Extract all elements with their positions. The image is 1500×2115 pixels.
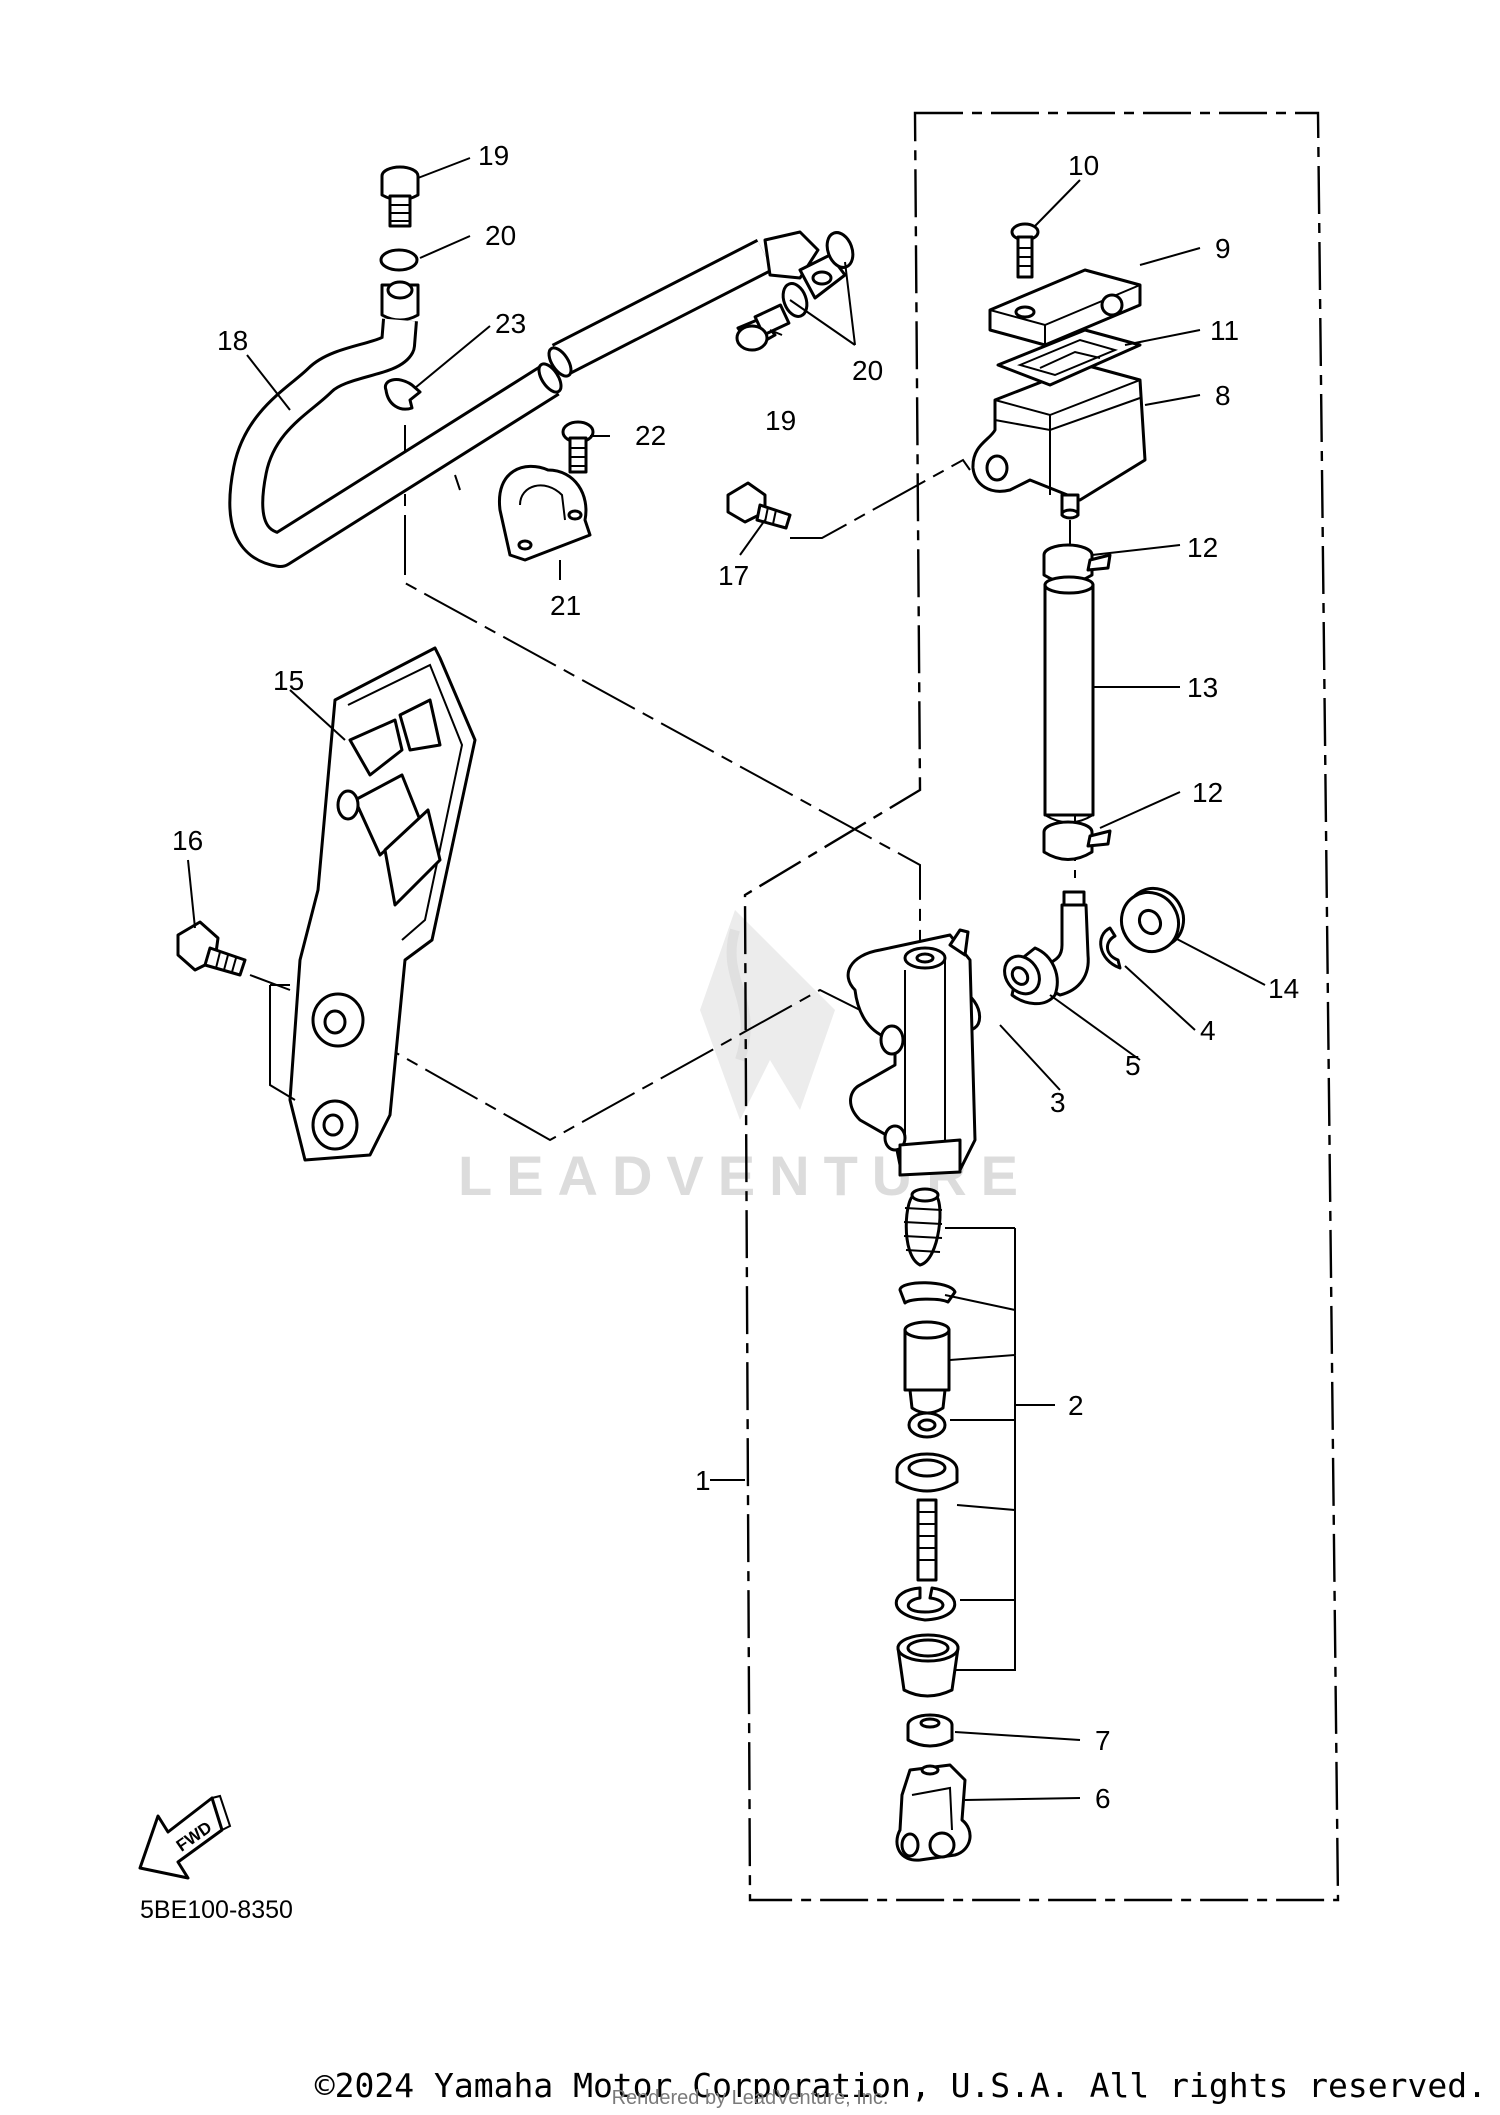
part-label-15: 15 (273, 665, 304, 696)
clevis-icon (895, 1763, 972, 1862)
part-label-16: 16 (172, 825, 203, 856)
copper-washer-icon (379, 248, 419, 272)
brake-hose-icon (228, 230, 847, 568)
part-label-8: 8 (1215, 380, 1231, 411)
part-label-18: 18 (217, 325, 248, 356)
diagram-code: 5BE100-8350 (140, 1896, 293, 1924)
part-label-20b: 20 (852, 355, 883, 386)
bracket-line (249, 974, 296, 1101)
hose-clamp-icon (1042, 543, 1112, 584)
grommet-icon (1119, 886, 1186, 954)
assembly-boundary (743, 111, 1340, 1902)
part-label-2: 2 (1068, 1390, 1084, 1421)
reservoir-hose-icon (1043, 575, 1095, 824)
connector-line (454, 474, 461, 491)
part-label-12b: 12 (1192, 777, 1223, 808)
cap-screw-icon (1010, 222, 1040, 279)
copyright-notice: ©2024 Yamaha Motor Corporation, U.S.A. A… (315, 2066, 1487, 2105)
part-label-22: 22 (635, 420, 666, 451)
piston-kit-icon (894, 1187, 960, 1698)
part-label-23: 23 (495, 308, 526, 339)
hose-clip-icon (383, 378, 422, 411)
rendered-by-watermark: Rendered by LeadVenture, Inc. (612, 2087, 889, 2109)
part-number-labels: 1 2 3 4 5 6 7 8 9 10 11 12 12 13 14 15 1… (172, 140, 1299, 1814)
part-label-17: 17 (718, 560, 749, 591)
part-label-13: 13 (1187, 672, 1218, 703)
part-label-11: 11 (1210, 315, 1239, 346)
master-cylinder-body-icon (846, 928, 977, 1177)
reservoir-tank-icon (971, 363, 1147, 520)
hose-clamp-icon (1042, 820, 1112, 861)
connector-line (790, 458, 971, 539)
connector-line (346, 988, 861, 1142)
heel-guard-icon (288, 646, 477, 1162)
part-label-12a: 12 (1187, 532, 1218, 563)
hose-joint-icon (1003, 890, 1090, 1006)
part-label-7: 7 (1095, 1725, 1111, 1756)
circlip-icon (1099, 926, 1122, 970)
part-label-4: 4 (1200, 1015, 1216, 1046)
part-label-1: 1 (695, 1465, 711, 1496)
part-label-14: 14 (1268, 973, 1299, 1004)
part-label-9: 9 (1215, 233, 1231, 264)
flange-bolt-icon (726, 481, 792, 530)
part-label-19a: 19 (478, 140, 509, 171)
union-bolt-icon (380, 165, 420, 228)
part-label-20a: 20 (485, 220, 516, 251)
connector-line (404, 425, 921, 975)
part-label-21: 21 (550, 590, 581, 621)
part-label-19b: 19 (765, 405, 796, 436)
part-label-10: 10 (1068, 150, 1099, 181)
reservoir-cap-icon (988, 268, 1142, 347)
heel-guard-bolt-icon (176, 920, 247, 977)
part-label-6: 6 (1095, 1783, 1111, 1814)
fwd-arrow-icon: FWD (138, 1794, 232, 1880)
hose-guide-icon (498, 464, 592, 562)
lock-nut-icon (906, 1713, 954, 1748)
screw-icon (561, 420, 595, 474)
part-label-3: 3 (1050, 1087, 1066, 1118)
union-bolt-icon (735, 303, 791, 352)
leader-lines (187, 157, 1266, 1801)
part-label-5: 5 (1125, 1050, 1141, 1081)
